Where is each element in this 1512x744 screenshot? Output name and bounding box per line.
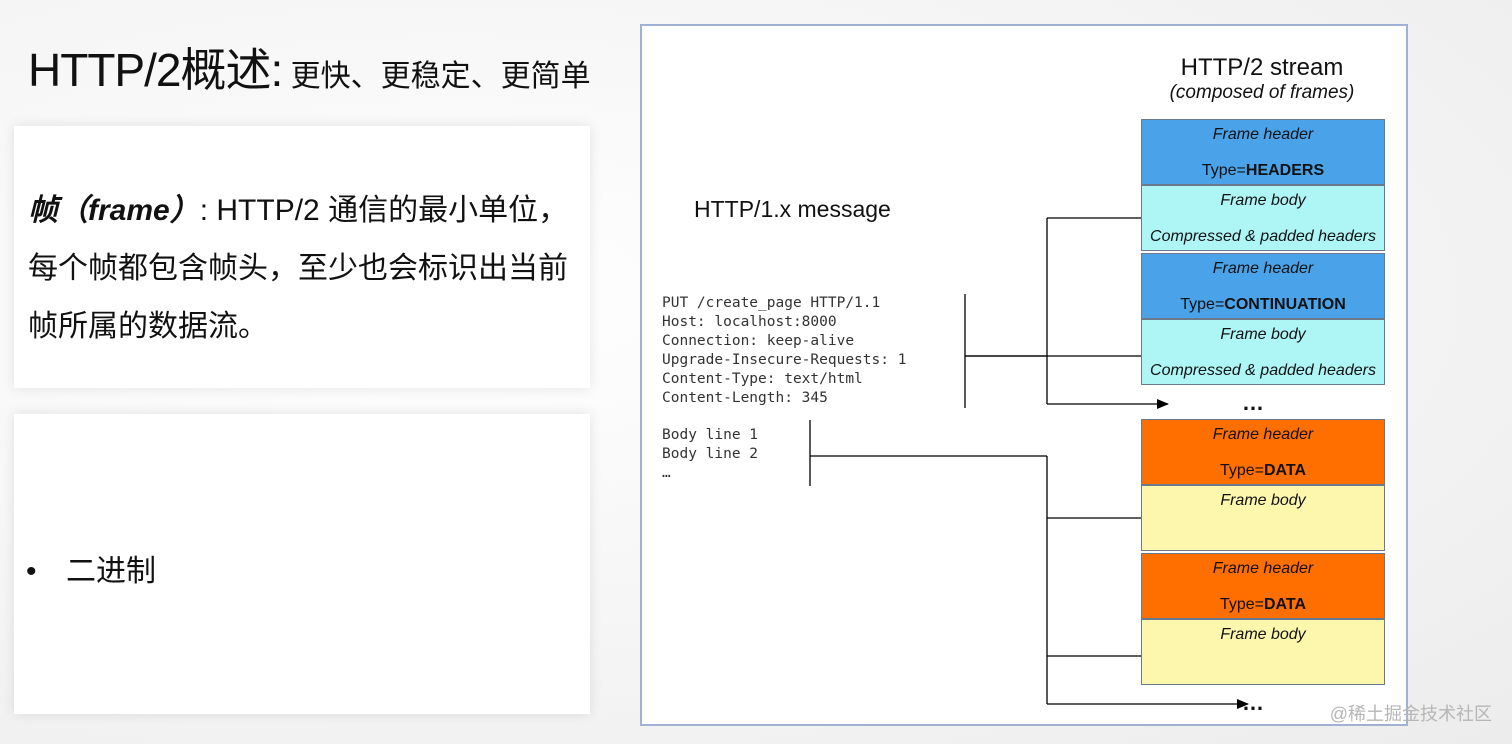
frame-label: Frame body [1220, 626, 1306, 643]
frame-body-data-1: Frame body [1141, 485, 1385, 551]
frame-body-headers: Frame body Compressed & padded headers [1141, 185, 1385, 251]
frame-term: 帧（frame） [28, 194, 200, 227]
frame-header-continuation: Frame header Type=CONTINUATION [1141, 253, 1385, 319]
bullet-text: 二进制 [66, 555, 156, 588]
frame-definition-card: 帧（frame）: HTTP/2 通信的最小单位，每个帧都包含帧头，至少也会标识… [14, 126, 590, 388]
frame-type: Type=CONTINUATION [1142, 296, 1384, 314]
frame-header-headers: Frame header Type=HEADERS [1141, 119, 1385, 185]
frame-type: Type=DATA [1142, 596, 1384, 614]
frame-header-data-1: Frame header Type=DATA [1141, 419, 1385, 485]
frame-label: Frame body [1220, 326, 1306, 343]
title-main: HTTP/2概述 [28, 44, 271, 96]
frame-type: Type=HEADERS [1142, 162, 1384, 180]
title-subtitle: 更快、更稳定、更简单 [282, 60, 591, 93]
headers-ellipsis: … [1242, 390, 1265, 415]
bullet-item: • 二进制 [26, 546, 156, 590]
frame-type-prefix: Type= [1180, 296, 1225, 313]
frame-label: Frame header [1212, 560, 1314, 577]
frame-type-value: HEADERS [1245, 162, 1325, 179]
bullet-dot: • [26, 555, 37, 588]
frame-type-value: DATA [1263, 462, 1307, 479]
message-body-lines: Body line 1 Body line 2 … [662, 427, 759, 481]
frame-label: Frame header [1212, 426, 1314, 443]
frame-body-desc: Compressed & padded headers [1150, 228, 1376, 245]
frame-type-value: DATA [1263, 596, 1307, 613]
frame-label: Frame header [1212, 126, 1314, 143]
frame-definition-text: 帧（frame）: HTTP/2 通信的最小单位，每个帧都包含帧头，至少也会标识… [28, 182, 588, 356]
frame-type-prefix: Type= [1201, 162, 1246, 179]
frame-header-data-2: Frame header Type=DATA [1141, 553, 1385, 619]
frame-body-continuation: Frame body Compressed & padded headers [1141, 319, 1385, 385]
stream-subtitle: (composed of frames) [1169, 82, 1355, 103]
http2-stream-diagram: HTTP/2 stream (composed of frames) HTTP/… [640, 24, 1408, 726]
title-separator: : [270, 44, 283, 96]
message-title: HTTP/1.x message [694, 196, 891, 222]
frame-type-prefix: Type= [1219, 596, 1264, 613]
frame-label: Frame body [1220, 492, 1306, 509]
frame-type-prefix: Type= [1219, 462, 1264, 479]
data-ellipsis: … [1242, 690, 1265, 715]
frame-type-value: CONTINUATION [1224, 296, 1346, 313]
watermark: @稀土掘金技术社区 [1329, 704, 1492, 724]
frame-label: Frame body [1220, 192, 1306, 209]
frame-label: Frame header [1212, 260, 1314, 277]
frame-body-desc: Compressed & padded headers [1150, 362, 1376, 379]
frame-definition: : HTTP/2 通信的最小单位，每个帧都包含帧头，至少也会标识出当前帧所属的数… [28, 194, 569, 343]
frame-type: Type=DATA [1142, 462, 1384, 480]
frame-body-data-2: Frame body [1141, 619, 1385, 685]
slide-title: HTTP/2概述: 更快、更稳定、更简单 [28, 34, 591, 100]
bullet-card: • 二进制 [14, 414, 590, 714]
stream-title: HTTP/2 stream [1180, 54, 1344, 81]
message-header-lines: PUT /create_page HTTP/1.1 Host: localhos… [662, 295, 907, 406]
